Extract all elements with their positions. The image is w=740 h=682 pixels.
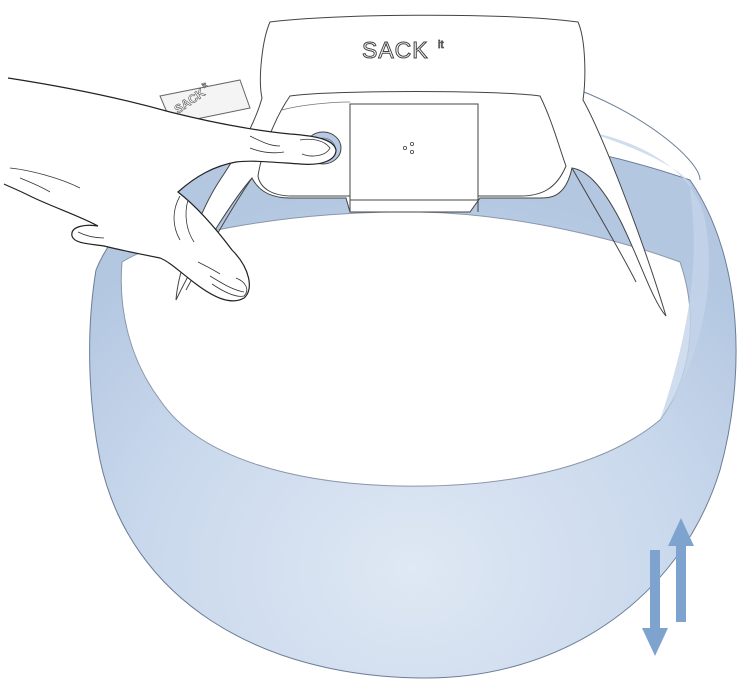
brand-logo: SACK it bbox=[362, 37, 444, 64]
hand-icon bbox=[3, 77, 337, 302]
bag-body bbox=[89, 84, 737, 679]
svg-text:it: it bbox=[201, 82, 209, 91]
svg-text:it: it bbox=[438, 39, 444, 51]
svg-text:SACK: SACK bbox=[362, 37, 429, 63]
up-down-arrows-icon bbox=[642, 518, 694, 656]
indicator-dots-icon bbox=[402, 141, 414, 154]
